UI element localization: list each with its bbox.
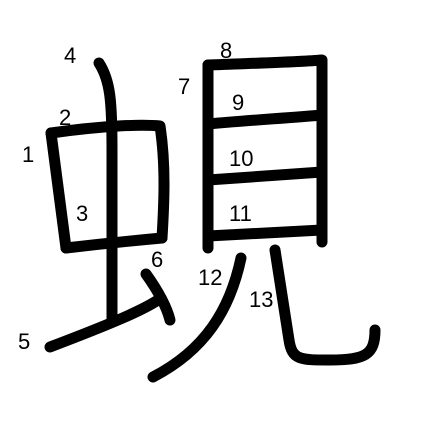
stroke-4 <box>93 57 118 328</box>
stroke-number-4: 4 <box>64 43 76 68</box>
stroke-5 <box>44 294 164 353</box>
stroke-3 <box>60 232 168 254</box>
stroke-number-2: 2 <box>59 105 71 130</box>
stroke-6 <box>140 268 176 326</box>
stroke-8 <box>202 54 328 248</box>
stroke-number-13: 13 <box>249 287 273 312</box>
stroke-number-11: 11 <box>229 201 252 226</box>
stroke-2 <box>45 119 170 244</box>
stroke-13 <box>269 244 381 366</box>
stroke-1 <box>45 127 72 254</box>
stroke-number-10: 10 <box>229 146 253 171</box>
stroke-number-9: 9 <box>232 90 244 115</box>
stroke-number-12: 12 <box>198 265 222 290</box>
stroke-10 <box>202 166 328 186</box>
stroke-12 <box>147 252 247 383</box>
stroke-number-7: 7 <box>178 74 190 99</box>
stroke-number-1: 1 <box>22 142 34 167</box>
stroke-9 <box>202 109 328 130</box>
stroke-number-8: 8 <box>220 38 232 63</box>
stroke-number-5: 5 <box>18 329 30 354</box>
stroke-number-6: 6 <box>151 247 163 272</box>
stroke-number-3: 3 <box>76 201 88 226</box>
stroke-11 <box>202 224 328 242</box>
